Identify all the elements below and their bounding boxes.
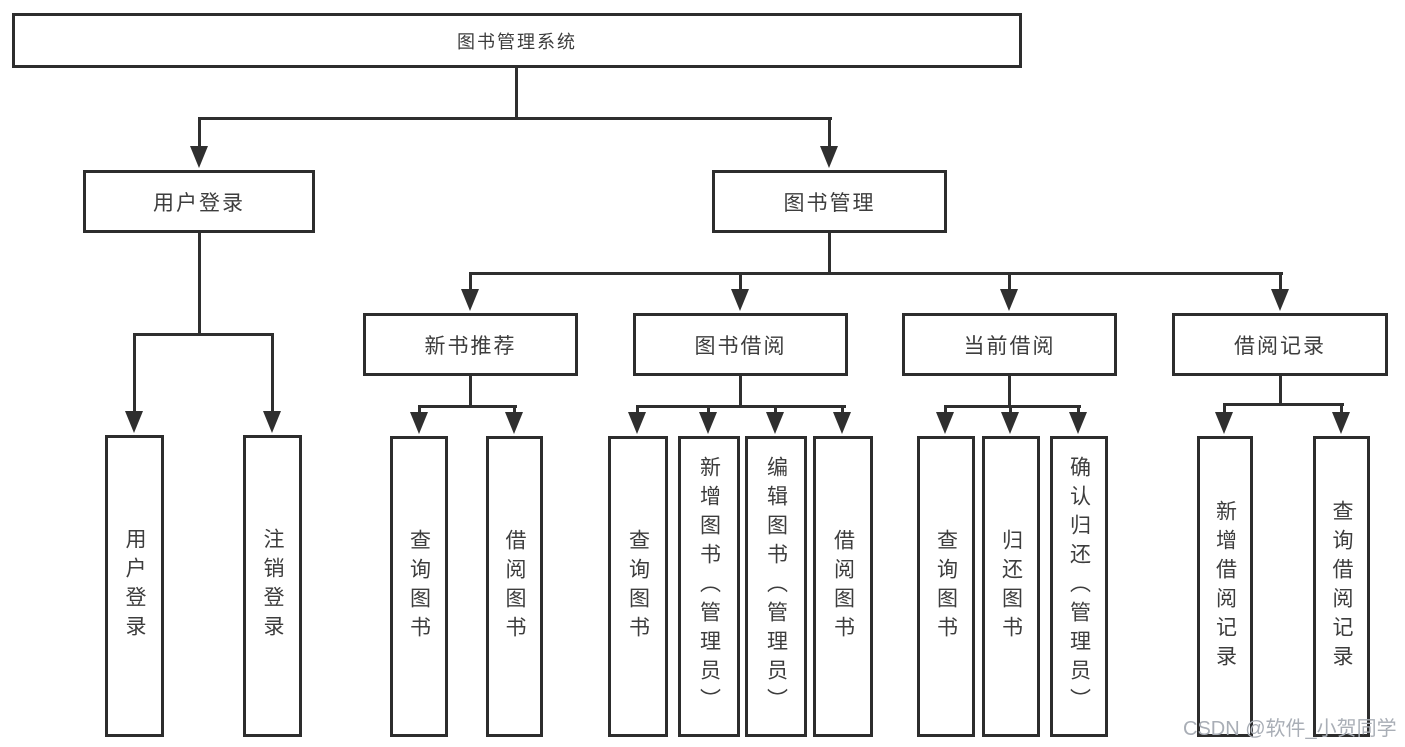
connector-line [636,405,846,408]
node-user-login-label: 用户登录 [153,191,245,215]
arrowhead-icon [410,412,428,434]
leaf-current-return-books-label: 归还图书 [999,528,1023,645]
connector-line [828,117,831,148]
connector-line [513,405,516,414]
leaf-borrow-edit-books-admin: 编辑图书（管理员） [745,436,807,737]
leaf-logout: 注销登录 [243,435,302,737]
arrowhead-icon [699,412,717,434]
connector-line [418,405,517,408]
leaf-borrow-edit-books-admin-label: 编辑图书（管理员） [764,456,788,717]
node-borrow-record: 借阅记录 [1172,313,1388,376]
node-book-borrow-label: 图书借阅 [694,334,787,358]
arrowhead-icon [1215,412,1233,434]
connector-line [944,405,947,414]
connector-line [1008,272,1011,290]
connector-line [198,117,201,148]
connector-line [469,272,1283,275]
leaf-current-query-books: 查询图书 [917,436,975,737]
leaf-borrow-add-books-admin: 新增图书（管理员） [678,436,740,737]
connector-line [515,68,518,120]
connector-line [774,405,777,414]
arrowhead-icon [1069,412,1087,434]
node-current-borrow: 当前借阅 [902,313,1117,376]
connector-line [198,117,832,120]
leaf-record-add-record: 新增借阅记录 [1197,436,1253,737]
arrowhead-icon [263,411,281,433]
leaf-recommend-query-books-label: 查询图书 [407,528,431,645]
connector-line [1279,376,1282,405]
arrowhead-icon [820,146,838,168]
arrowhead-icon [190,146,208,168]
connector-line [271,333,274,412]
leaf-current-confirm-return-admin-label: 确认归还（管理员） [1067,456,1091,717]
leaf-borrow-borrow-books-label: 借阅图书 [831,528,855,645]
connector-line [1008,376,1011,407]
node-user-login: 用户登录 [83,170,315,233]
connector-line [1009,405,1012,414]
node-new-book-recommend: 新书推荐 [363,313,578,376]
arrowhead-icon [1001,412,1019,434]
connector-line [841,405,844,414]
arrowhead-icon [936,412,954,434]
connector-line [198,233,201,336]
leaf-user-login: 用户登录 [105,435,164,737]
node-current-borrow-label: 当前借阅 [963,334,1056,358]
arrowhead-icon [1271,289,1289,311]
arrowhead-icon [1332,412,1350,434]
connector-line [636,405,639,414]
leaf-recommend-query-books: 查询图书 [390,436,448,737]
csdn-watermark: CSDN @软件_小贺同学 [1183,718,1397,740]
arrowhead-icon [461,289,479,311]
connector-line [133,333,274,336]
arrowhead-icon [1000,289,1018,311]
connector-line [739,272,742,290]
leaf-record-add-record-label: 新增借阅记录 [1213,499,1237,674]
leaf-borrow-add-books-admin-label: 新增图书（管理员） [697,456,721,717]
arrowhead-icon [731,289,749,311]
node-book-management: 图书管理 [712,170,947,233]
leaf-borrow-query-books-label: 查询图书 [626,528,650,645]
connector-line [1223,403,1226,414]
connector-line [739,376,742,407]
leaf-record-query-record-label: 查询借阅记录 [1330,499,1353,674]
leaf-recommend-borrow-books-label: 借阅图书 [503,528,526,645]
connector-line [469,272,472,290]
leaf-logout-label: 注销登录 [261,528,284,644]
connector-line [469,376,472,407]
node-root-label: 图书管理系统 [457,31,577,52]
leaf-current-return-books: 归还图书 [982,436,1040,737]
connector-line [1223,403,1344,406]
connector-line [418,405,421,414]
node-book-management-label: 图书管理 [783,191,876,215]
connector-line [944,405,1081,408]
leaf-recommend-borrow-books: 借阅图书 [486,436,543,737]
arrowhead-icon [766,412,784,434]
leaf-record-query-record: 查询借阅记录 [1313,436,1370,737]
arrowhead-icon [125,411,143,433]
arrowhead-icon [833,412,851,434]
connector-line [707,405,710,414]
connector-line [1340,403,1343,414]
arrowhead-icon [628,412,646,434]
leaf-borrow-borrow-books: 借阅图书 [813,436,873,737]
connector-line [1077,405,1080,414]
leaf-user-login-label: 用户登录 [123,528,146,644]
leaf-current-confirm-return-admin: 确认归还（管理员） [1050,436,1108,737]
arrowhead-icon [505,412,523,434]
leaf-borrow-query-books: 查询图书 [608,436,668,737]
node-root: 图书管理系统 [12,13,1022,68]
leaf-current-query-books-label: 查询图书 [934,528,958,645]
connector-line [133,333,136,412]
node-new-book-recommend-label: 新书推荐 [424,334,517,358]
node-borrow-record-label: 借阅记录 [1234,334,1326,358]
node-book-borrow: 图书借阅 [633,313,848,376]
connector-line [828,233,831,275]
connector-line [1279,272,1282,290]
